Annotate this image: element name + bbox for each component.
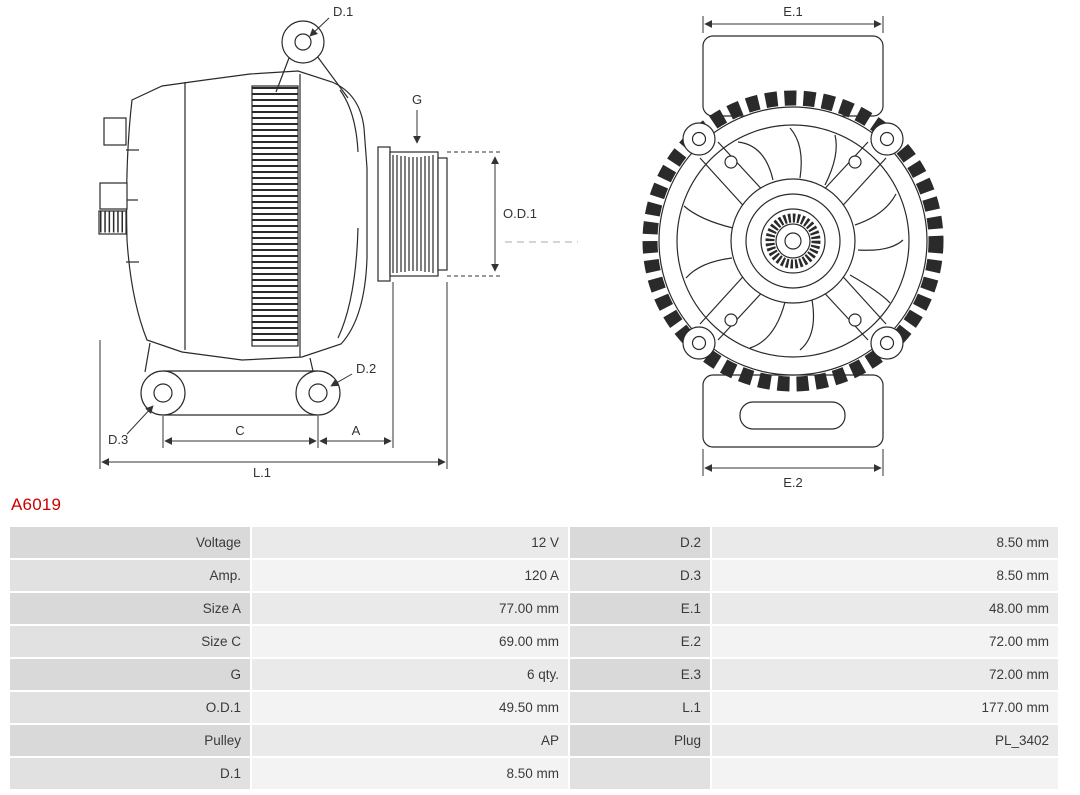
rear-view — [642, 35, 944, 448]
spec-value: 72.00 mm — [712, 659, 1058, 690]
spec-value: 120 A — [252, 560, 568, 591]
dim-label-a: A — [352, 423, 361, 438]
spec-label: O.D.1 — [10, 692, 250, 723]
spec-value: 69.00 mm — [252, 626, 568, 657]
spec-label — [570, 758, 710, 789]
spec-value — [712, 758, 1058, 789]
spec-label: G — [10, 659, 250, 690]
spec-row: Size C 69.00 mm E.2 72.00 mm — [10, 626, 1058, 657]
spec-value: AP — [252, 725, 568, 756]
dim-label-od1: O.D.1 — [503, 206, 537, 221]
spec-value: 12 V — [252, 527, 568, 558]
spec-value: 77.00 mm — [252, 593, 568, 624]
spec-value: 8.50 mm — [712, 560, 1058, 591]
dim-label-d3: D.3 — [108, 432, 128, 447]
side-view — [98, 20, 578, 416]
part-number: A6019 — [11, 495, 62, 514]
spec-value: 72.00 mm — [712, 626, 1058, 657]
spec-row: O.D.1 49.50 mm L.1 177.00 mm — [10, 692, 1058, 723]
dim-label-e2: E.2 — [783, 475, 803, 490]
spec-value: 49.50 mm — [252, 692, 568, 723]
rear-view-dimensions: E.1 E.2 — [702, 4, 884, 490]
spec-label: Amp. — [10, 560, 250, 591]
dim-label-d1: D.1 — [333, 4, 353, 19]
dim-label-g: G — [412, 92, 422, 107]
spec-label: E.1 — [570, 593, 710, 624]
spec-label: L.1 — [570, 692, 710, 723]
spec-value: 6 qty. — [252, 659, 568, 690]
spec-label: Voltage — [10, 527, 250, 558]
spec-row: Pulley AP Plug PL_3402 — [10, 725, 1058, 756]
spec-label: Pulley — [10, 725, 250, 756]
spec-label: Plug — [570, 725, 710, 756]
spec-label: Size A — [10, 593, 250, 624]
side-view-dimensions: D.1 G O.D.1 D.2 D.3 C A L.1 — [99, 4, 537, 480]
spec-row: Amp. 120 A D.3 8.50 mm — [10, 560, 1058, 591]
spec-value: 177.00 mm — [712, 692, 1058, 723]
spec-value: 8.50 mm — [252, 758, 568, 789]
dim-label-l1: L.1 — [253, 465, 271, 480]
alternator-technical-drawing: D.1 G O.D.1 D.2 D.3 C A L.1 — [98, 4, 944, 490]
spec-row: Voltage 12 V D.2 8.50 mm — [10, 527, 1058, 558]
spec-label: E.2 — [570, 626, 710, 657]
spec-label: D.3 — [570, 560, 710, 591]
spec-value: 48.00 mm — [712, 593, 1058, 624]
spec-label: D.1 — [10, 758, 250, 789]
spec-row: D.1 8.50 mm — [10, 758, 1058, 789]
spec-label: E.3 — [570, 659, 710, 690]
spec-value: 8.50 mm — [712, 527, 1058, 558]
spec-row: G 6 qty. E.3 72.00 mm — [10, 659, 1058, 690]
spec-label: Size C — [10, 626, 250, 657]
spec-table: Voltage 12 V D.2 8.50 mm Amp. 120 A D.3 … — [10, 527, 1058, 789]
dim-label-c: C — [235, 423, 244, 438]
spec-value: PL_3402 — [712, 725, 1058, 756]
spec-row: Size A 77.00 mm E.1 48.00 mm — [10, 593, 1058, 624]
spec-label: D.2 — [570, 527, 710, 558]
dim-label-e1: E.1 — [783, 4, 803, 19]
dim-label-d2: D.2 — [356, 361, 376, 376]
